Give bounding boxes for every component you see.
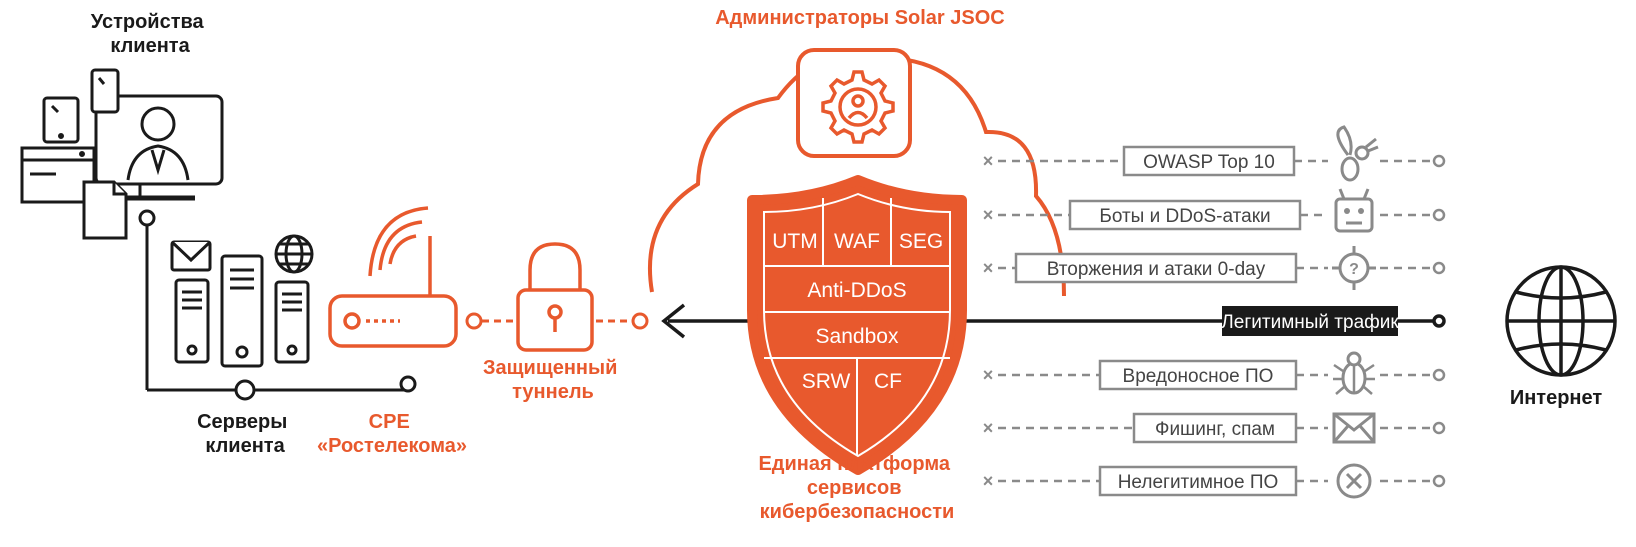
threat-label: Вторжения и атаки 0-day <box>1047 259 1266 280</box>
client-devices-label-line2: клиента <box>110 35 190 57</box>
threat-label: Нелегитимное ПО <box>1118 472 1279 493</box>
threat-row: × Вторжения и атаки 0-day? <box>983 246 1446 290</box>
threat-box <box>1132 412 1298 444</box>
envelope-icon <box>170 240 212 272</box>
shield-srw: SRW <box>802 370 851 393</box>
internet-globe-icon <box>1505 265 1617 377</box>
threat-row: × OWASP Top 10 <box>983 125 1446 182</box>
shield-cf: CF <box>874 370 902 393</box>
robot-icon <box>1334 188 1374 233</box>
svg-text:Серверы клиента: Серверы клиента <box>197 411 293 457</box>
server-icon <box>174 278 210 364</box>
threat-row: × Боты и DDoS-атаки <box>983 188 1446 233</box>
legit-traffic-badge: Легитимный трафик <box>1221 306 1399 336</box>
shield-sandbox: Sandbox <box>816 325 899 348</box>
client-link-line <box>138 209 417 401</box>
threat-rows: × OWASP Top 10 × Боты и DDoS-атаки × Вторжени… <box>983 125 1446 499</box>
platform-label-line2: сервисов <box>807 477 902 499</box>
svg-text:CPE «Ростелекома»: CPE «Ростелекома» <box>317 411 467 457</box>
envelope-icon <box>1332 412 1376 444</box>
server-icon <box>274 280 310 364</box>
globe-icon <box>274 234 314 274</box>
svg-text:?: ? <box>1349 261 1359 278</box>
tunnel-group: Защищенный туннель <box>483 242 623 403</box>
gear-person-icon <box>821 70 895 144</box>
threat-label: Фишинг, спам <box>1155 419 1275 440</box>
person-icon <box>126 106 190 181</box>
router-icon <box>328 206 458 348</box>
client-devices-label-line1: Устройства <box>91 11 205 33</box>
browser-window-icon <box>20 146 96 204</box>
platform-label-line3: кибербезопасности <box>760 501 955 523</box>
cpe-label-line1: CPE <box>369 411 410 433</box>
svg-text:Устройства клиента: Устройства клиента <box>91 11 209 57</box>
security-shield: UTM WAF SEG Anti-DDoS Sandbox SRW CF <box>747 175 967 475</box>
tablet-icon <box>42 96 80 144</box>
shield-anti-ddos: Anti-DDoS <box>807 279 906 302</box>
source-node <box>1432 421 1446 435</box>
source-node <box>1432 208 1446 222</box>
phone-icon <box>90 68 120 114</box>
block-x-icon: × <box>983 418 994 438</box>
shield-seg: SEG <box>899 230 943 253</box>
admin-gear-box <box>796 48 912 158</box>
internet-label: Интернет <box>1510 387 1603 409</box>
admins-label: Администраторы Solar JSOC <box>715 7 1005 29</box>
shield-utm: UTM <box>772 230 818 253</box>
threat-row: × Вредоносное ПО <box>983 351 1446 395</box>
client-devices-group: Устройства клиента <box>20 11 224 240</box>
svg-text:Защищенный туннель: Защищенный туннель <box>483 357 623 403</box>
threat-label: Боты и DDoS-атаки <box>1099 206 1270 227</box>
source-node <box>1432 154 1446 168</box>
threat-label: OWASP Top 10 <box>1143 152 1275 173</box>
client-servers-label-line2: клиента <box>205 435 285 457</box>
shield-waf: WAF <box>834 230 880 253</box>
tunnel-link-line <box>465 312 649 330</box>
wasp-icon <box>1336 125 1379 182</box>
source-node <box>1432 474 1446 488</box>
crosshair-question-icon: ? <box>1332 246 1376 290</box>
block-x-icon: × <box>983 258 994 278</box>
threat-box <box>1014 252 1298 284</box>
threat-row: × Фишинг, спам <box>983 412 1446 444</box>
block-x-icon: × <box>983 205 994 225</box>
svg-text:Единая платформа сервисов: Единая платформа сервисов кибербезопасно… <box>758 453 955 523</box>
block-x-icon: × <box>983 365 994 385</box>
threat-label: Вредоносное ПО <box>1123 366 1274 387</box>
platform-label-line1: Единая платформа <box>758 453 950 475</box>
legit-traffic-label: Легитимный трафик <box>1221 312 1399 333</box>
source-node <box>1432 261 1446 275</box>
x-circle-icon <box>1336 463 1372 499</box>
client-servers-group: Серверы клиента <box>170 234 314 457</box>
cpe-label-line2: «Ростелекома» <box>317 435 467 457</box>
monitor-icon <box>94 94 224 201</box>
threat-box <box>1098 465 1298 497</box>
threat-row: × Нелегитимное ПО <box>983 463 1446 499</box>
document-icon <box>82 180 128 240</box>
server-icon <box>220 254 264 368</box>
block-x-icon: × <box>983 471 994 491</box>
threat-box <box>1098 359 1298 391</box>
source-node <box>1432 368 1446 382</box>
tunnel-label-line1: Защищенный <box>483 357 617 379</box>
lock-icon <box>516 242 594 352</box>
bug-icon <box>1333 351 1375 395</box>
cpe-router-group: CPE «Ростелекома» <box>317 206 467 457</box>
tunnel-label-line2: туннель <box>512 381 594 403</box>
threat-box <box>1068 199 1302 231</box>
block-x-icon: × <box>983 151 994 171</box>
client-servers-label-line1: Серверы <box>197 411 287 433</box>
